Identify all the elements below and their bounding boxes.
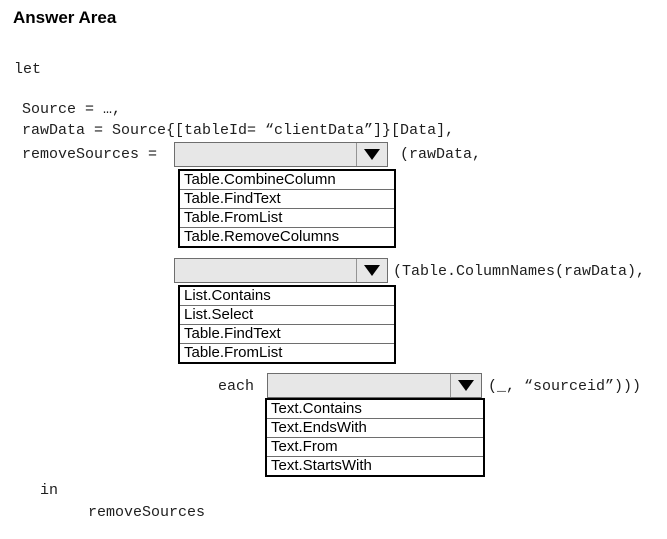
dropdown-option[interactable]: Table.FromList [180,343,394,362]
dropdown-option[interactable]: List.Select [180,305,394,324]
function-dropdown-3[interactable] [267,373,482,398]
dropdown-option[interactable]: Table.FindText [180,324,394,343]
dropdown-2-arrow-button[interactable] [356,259,387,282]
dropdown-option[interactable]: Text.From [267,437,483,456]
dropdown-2-value[interactable] [175,259,356,282]
dropdown-1-arrow-button[interactable] [356,143,387,166]
code-each: each [218,378,255,395]
dropdown-option[interactable]: Text.EndsWith [267,418,483,437]
chevron-down-icon [458,380,474,391]
dropdown-option[interactable]: Table.FindText [180,189,394,208]
code-source-line: Source = …, [22,101,122,118]
dropdown-option[interactable]: Table.FromList [180,208,394,227]
dropdown-3-value[interactable] [268,374,450,397]
dropdown-option[interactable]: Table.RemoveColumns [180,227,394,246]
code-after-dropdown3: (_, “sourceid”))) [488,378,642,395]
code-after-dropdown1: (rawData, [400,146,482,163]
code-removesources-line: removeSources = [22,146,158,163]
dropdown-3-options-list: Text.Contains Text.EndsWith Text.From Te… [265,398,485,477]
page-title: Answer Area [13,8,117,27]
dropdown-1-options-list: Table.CombineColumn Table.FindText Table… [178,169,396,248]
code-result-line: removeSources [88,504,206,521]
function-dropdown-2[interactable] [174,258,388,283]
function-dropdown-1[interactable] [174,142,388,167]
chevron-down-icon [364,149,380,160]
dropdown-1-value[interactable] [175,143,356,166]
code-rawdata-line: rawData = Source{[tableId= “clientData”]… [22,122,455,139]
dropdown-option[interactable]: Text.StartsWith [267,456,483,475]
dropdown-option[interactable]: Text.Contains [271,400,362,417]
dropdown-2-options-list: List.Contains List.Select Table.FindText… [178,285,396,364]
dropdown-option[interactable]: Table.CombineColumn [184,171,336,188]
code-in: in [40,482,59,499]
code-after-dropdown2: (Table.ColumnNames(rawData), [393,263,646,280]
dropdown-3-arrow-button[interactable] [450,374,481,397]
code-let: let [14,61,42,78]
chevron-down-icon [364,265,380,276]
dropdown-option[interactable]: List.Contains [184,287,271,304]
